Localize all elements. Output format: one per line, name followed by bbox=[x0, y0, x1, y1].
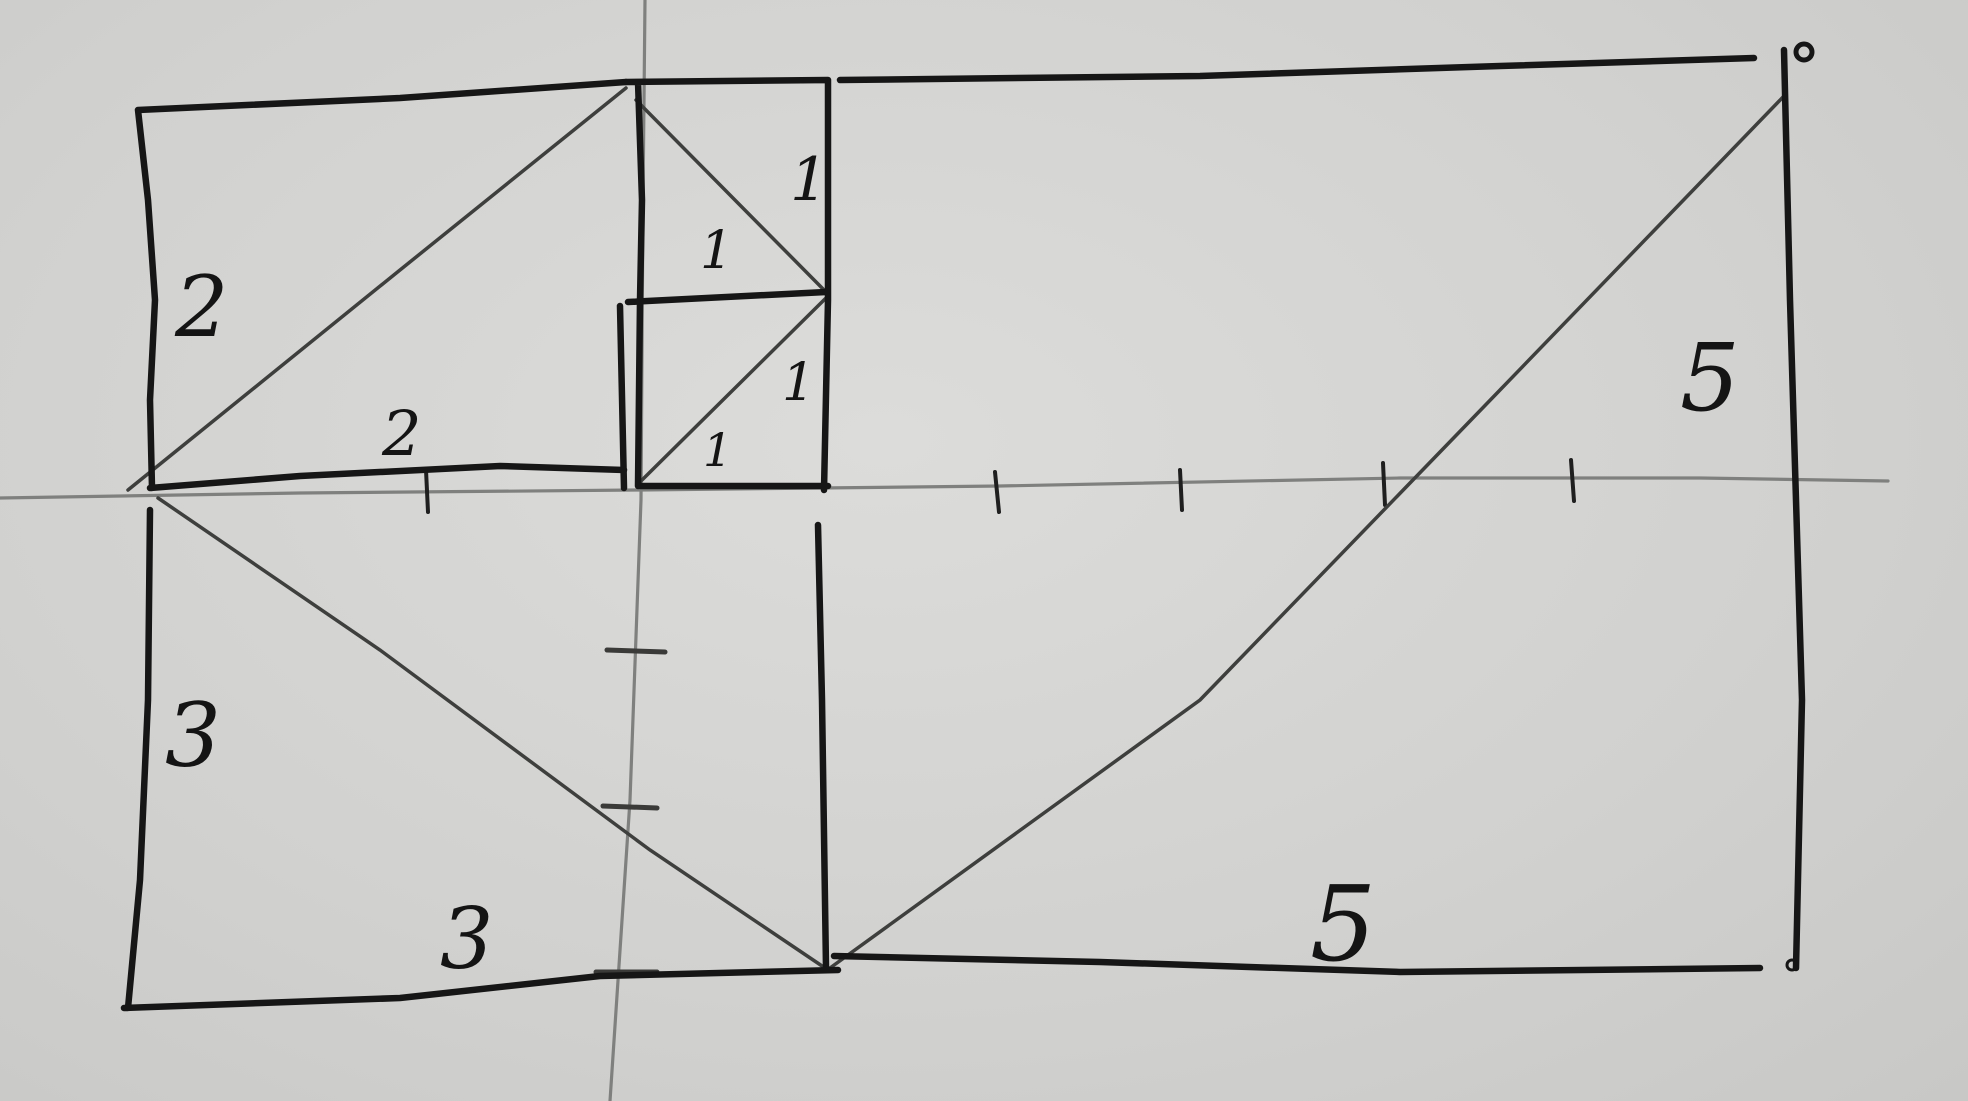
upper-left-square bbox=[134, 78, 630, 492]
diagonal-small-top-square bbox=[634, 98, 828, 294]
right-large-square bbox=[830, 46, 1806, 976]
vertical-axis-line bbox=[608, 0, 647, 1101]
horizontal-axis-line bbox=[0, 476, 1890, 500]
lower-left-square bbox=[120, 506, 842, 1012]
x-tick-1 bbox=[424, 468, 430, 514]
label-lower-left-square-side: 3 bbox=[165, 684, 221, 787]
y-tick-2 bbox=[600, 803, 660, 811]
bottom-right-corner-mark bbox=[1785, 958, 1799, 972]
y-tick-1 bbox=[604, 647, 668, 655]
label-right-square-bottom: 5 bbox=[1310, 863, 1376, 985]
x-tick-5 bbox=[1569, 458, 1576, 503]
diagonal-right-large-square bbox=[828, 94, 1786, 970]
label-upper-left-square-side: 2 bbox=[174, 258, 228, 356]
label-right-square-side: 5 bbox=[1680, 324, 1740, 433]
small-squares-column bbox=[616, 76, 832, 494]
label-upper-left-square-bottom: 2 bbox=[381, 397, 421, 470]
diagonal-lower-left-square bbox=[156, 496, 830, 972]
label-lower-left-square-bottom: 3 bbox=[440, 890, 493, 988]
x-tick-3 bbox=[1178, 468, 1184, 512]
label-small-bottom-diag: 1 bbox=[703, 423, 732, 477]
x-tick-2 bbox=[993, 470, 1001, 514]
label-small-bottom-right: 1 bbox=[782, 353, 815, 413]
diagonal-upper-left-square bbox=[126, 86, 628, 492]
top-right-corner-mark bbox=[1793, 41, 1815, 63]
diagonal-small-bottom-square bbox=[638, 296, 828, 484]
x-tick-4 bbox=[1381, 461, 1387, 507]
label-small-top-diag: 1 bbox=[700, 221, 733, 281]
label-small-top-right: 1 bbox=[790, 145, 828, 215]
